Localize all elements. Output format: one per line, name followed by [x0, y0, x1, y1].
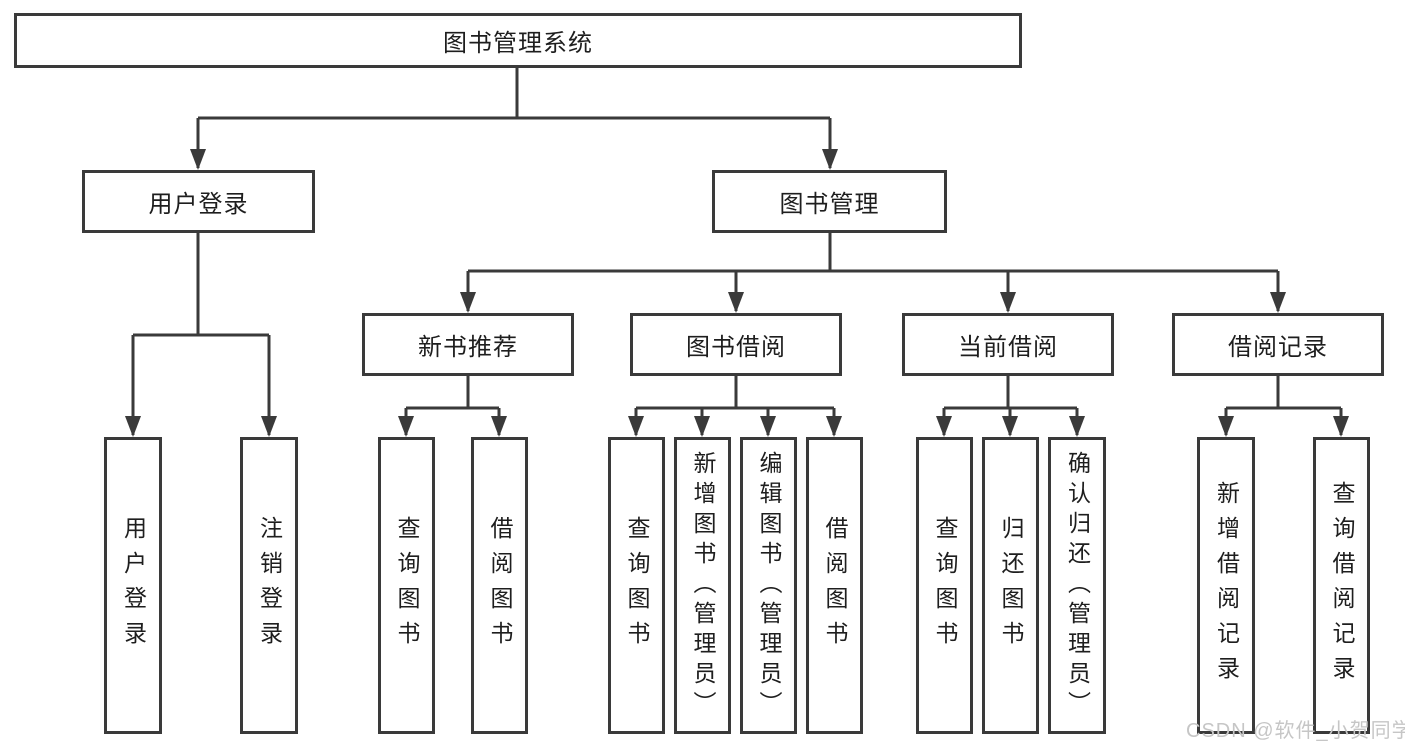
leaf-label: 查询图书	[394, 515, 420, 656]
leaf-bb-add-book-admin: 新增图书（管理员）	[674, 437, 731, 734]
node-borrowing-records: 借阅记录	[1172, 313, 1384, 376]
leaf-bb-borrow-book: 借阅图书	[806, 437, 863, 734]
leaf-label: 借阅图书	[487, 515, 513, 656]
leaf-label: 借阅图书	[822, 515, 848, 656]
leaf-br-add-record: 新增借阅记录	[1197, 437, 1255, 734]
leaf-cb-query-book: 查询图书	[916, 437, 973, 734]
leaf-cb-return-book: 归还图书	[982, 437, 1039, 734]
leaf-logout: 注销登录	[240, 437, 298, 734]
node-library-management-system: 图书管理系统	[14, 13, 1022, 68]
leaf-label: 新增图书（管理员）	[690, 450, 716, 721]
leaf-br-query-record: 查询借阅记录	[1313, 437, 1370, 734]
leaf-label: 注销登录	[256, 515, 283, 656]
node-book-borrowing: 图书借阅	[630, 313, 842, 376]
leaf-rec-query-book: 查询图书	[378, 437, 435, 734]
leaf-label: 用户登录	[120, 515, 147, 656]
leaf-label: 查询图书	[932, 515, 958, 656]
node-current-borrowing: 当前借阅	[902, 313, 1114, 376]
leaf-label: 确认归还（管理员）	[1064, 450, 1091, 721]
leaf-rec-borrow-book: 借阅图书	[471, 437, 528, 734]
leaf-bb-query-book: 查询图书	[608, 437, 665, 734]
leaf-bb-edit-book-admin: 编辑图书（管理员）	[740, 437, 797, 734]
node-user-login: 用户登录	[82, 170, 315, 233]
node-book-management: 图书管理	[712, 170, 947, 233]
arrowheads	[125, 149, 1349, 437]
leaf-user-login: 用户登录	[104, 437, 162, 734]
leaf-cb-confirm-return-admin: 确认归还（管理员）	[1048, 437, 1106, 734]
node-new-book-recommendation: 新书推荐	[362, 313, 574, 376]
csdn-watermark: CSDN @软件_小贺同学	[1186, 720, 1405, 742]
leaf-label: 编辑图书（管理员）	[756, 450, 782, 721]
leaf-label: 查询图书	[624, 515, 650, 656]
leaf-label: 归还图书	[998, 515, 1024, 656]
leaf-label: 查询借阅记录	[1329, 480, 1355, 691]
leaf-label: 新增借阅记录	[1213, 480, 1240, 691]
